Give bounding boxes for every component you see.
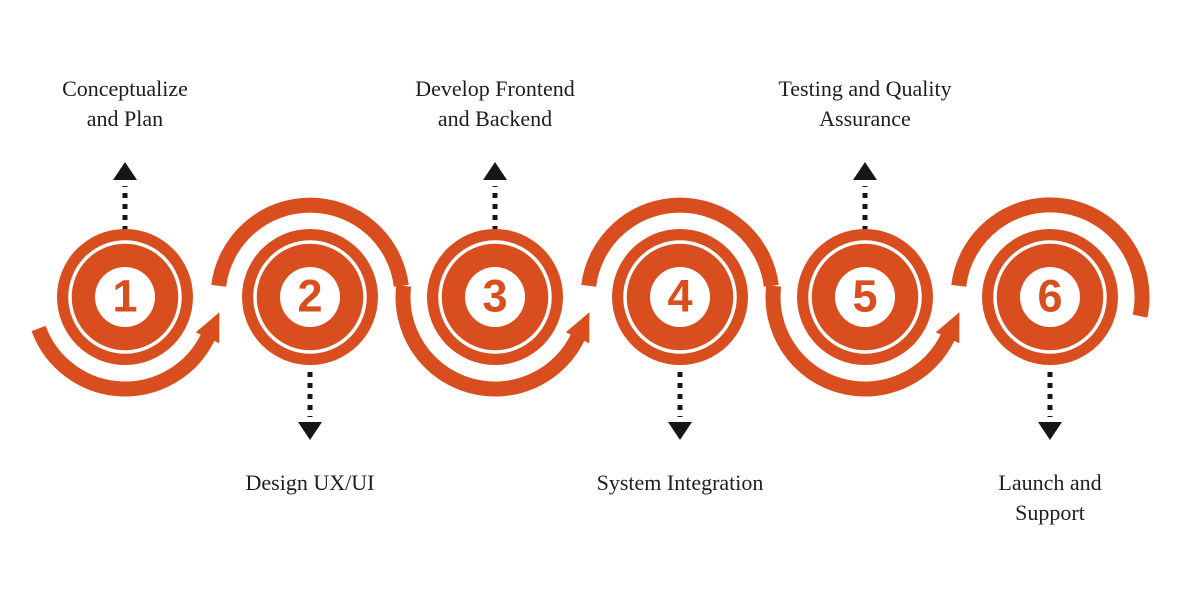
step-number-badge — [465, 267, 525, 327]
step-label-line: Assurance — [819, 106, 911, 131]
down-arrow-icon — [668, 422, 692, 440]
step-number: 6 — [1037, 270, 1063, 322]
step-number-badge — [1020, 267, 1080, 327]
wave-arc-segment — [395, 284, 586, 397]
step-label-line: Testing and Quality — [778, 76, 952, 101]
flow-arrowhead-icon — [935, 312, 960, 344]
step-number-badge — [95, 267, 155, 327]
step-label-line: Support — [1015, 500, 1085, 525]
down-arrow-icon — [1038, 422, 1062, 440]
step-label: System Integration — [530, 468, 830, 498]
wave-arc-segment — [581, 197, 779, 287]
down-arrow-icon — [298, 422, 322, 440]
step-label-line: Launch and — [998, 470, 1102, 495]
flow-arrowhead-icon — [195, 312, 220, 344]
step-number: 5 — [852, 270, 878, 322]
step-number: 1 — [112, 270, 138, 322]
step-label-line: Develop Frontend — [415, 76, 575, 101]
step-circle-inner-ring — [808, 240, 922, 354]
step-label-line: Design UX/UI — [245, 470, 375, 495]
step-label: Develop Frontend and Backend — [345, 74, 645, 134]
step-label-line: and Plan — [86, 106, 164, 131]
wave-arc-segment — [765, 284, 956, 397]
step-circle-inner-ring — [993, 240, 1107, 354]
step-label: Conceptualize and Plan — [0, 74, 275, 134]
step-number-badge — [835, 267, 895, 327]
step-circle-inner-ring — [253, 240, 367, 354]
up-arrow-icon — [853, 162, 877, 180]
up-arrow-icon — [113, 162, 137, 180]
step-circle-inner-ring — [438, 240, 552, 354]
step-number-badge — [280, 267, 340, 327]
step-label-line: Conceptualize — [62, 76, 188, 101]
step-label-line: and Backend — [437, 106, 553, 131]
step-circle-inner-ring — [68, 240, 182, 354]
wave-arc-segment — [31, 325, 216, 397]
step-number-badge — [650, 267, 710, 327]
step-label-line: System Integration — [596, 470, 764, 495]
up-arrow-icon — [483, 162, 507, 180]
wave-arc-segment — [211, 197, 409, 287]
step-number: 4 — [667, 270, 693, 322]
step-number: 3 — [482, 270, 508, 322]
flow-arrowhead-icon — [565, 312, 590, 344]
step-number: 2 — [297, 270, 323, 322]
step-circle-inner-ring — [623, 240, 737, 354]
step-label: Design UX/UI — [160, 468, 460, 498]
wave-arc-segment — [951, 197, 1150, 318]
